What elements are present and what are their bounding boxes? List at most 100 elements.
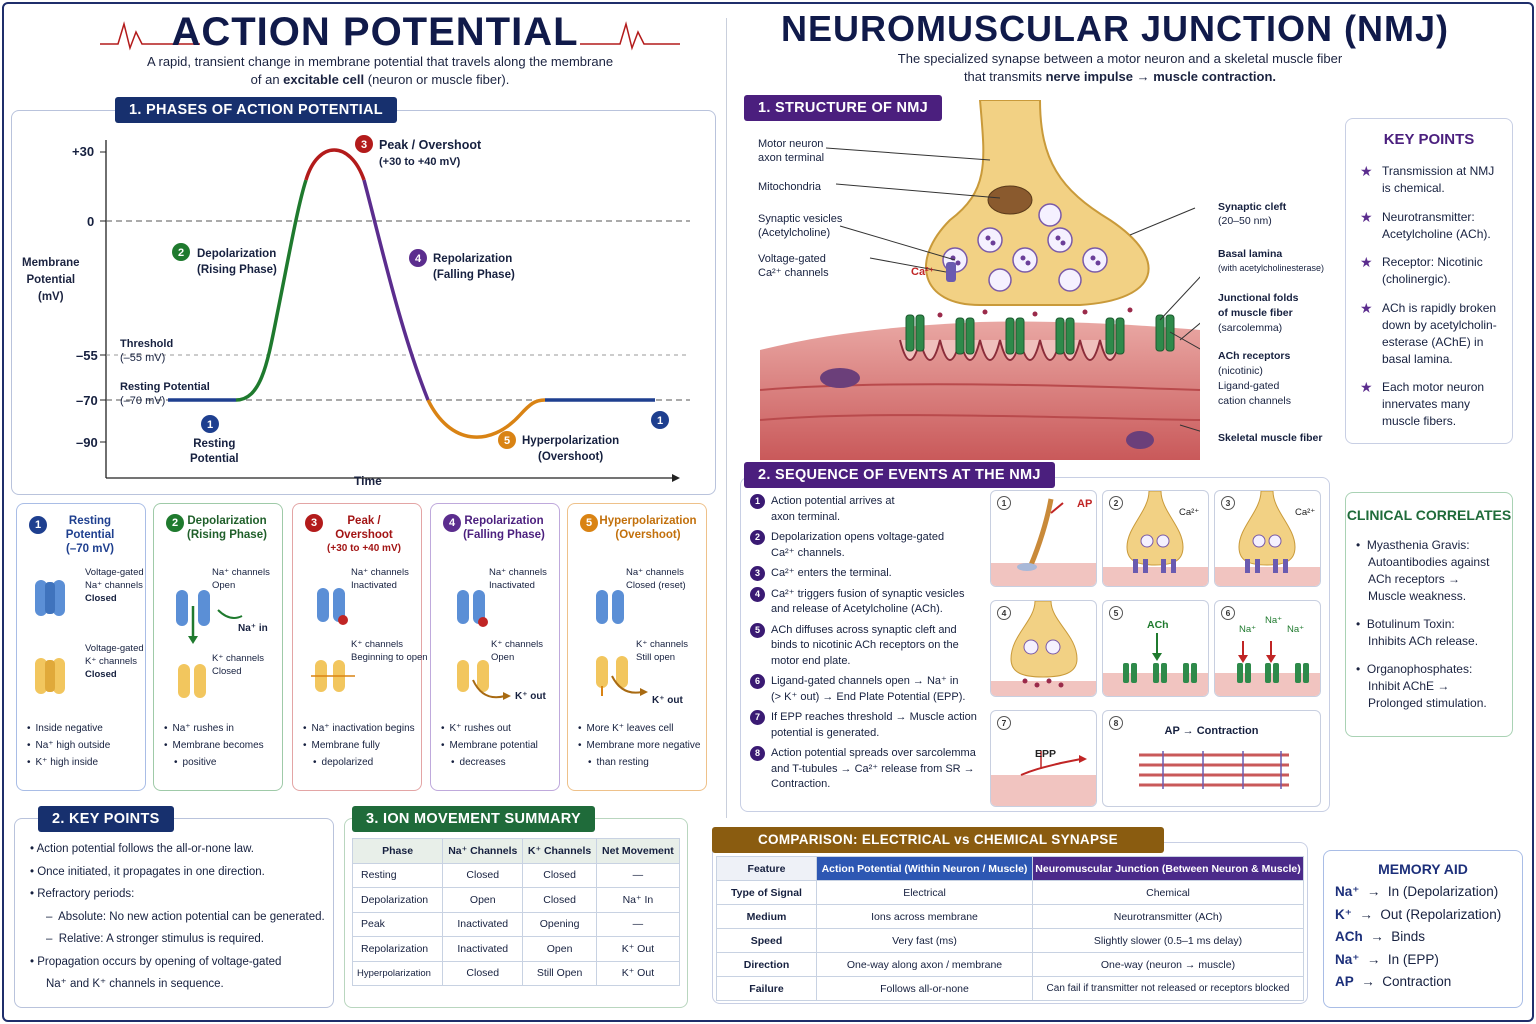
ecg-right-icon: [580, 21, 680, 51]
action-potential-graph: 1 1 2 3 4 5: [100, 135, 690, 482]
star-icon: ★: [1360, 379, 1373, 395]
svg-text:5: 5: [504, 435, 510, 447]
memory-aid-title: MEMORY AID: [1378, 861, 1468, 877]
peak-segment: [304, 148, 366, 181]
comparison-table: Feature Action Potential (Within Neuron …: [716, 856, 1304, 1001]
clinical-list: • Myasthenia Gravis:Autoantibodies again…: [1356, 538, 1490, 710]
svg-text:1: 1: [657, 415, 663, 427]
tick-minus55: –55: [76, 348, 98, 363]
action-potential-title: ACTION POTENTIAL: [171, 10, 579, 54]
ecg-left-icon: [100, 21, 200, 51]
clinical-correlates-box: CLINICAL CORRELATES • Myasthenia Gravis:…: [1345, 492, 1513, 737]
star-icon: ★: [1360, 208, 1373, 225]
k-channel-closed-icon: [178, 664, 206, 698]
phase2-label: Depolarization(Rising Phase): [197, 248, 277, 276]
na-channel-reset-icon: [596, 590, 624, 624]
k-channel-closed-icon: [35, 658, 65, 694]
card-peak-title: Peak /Overshoot(+30 to +40 mV): [327, 515, 401, 554]
tick-minus90: –90: [76, 435, 98, 450]
left-key-points-panel: [14, 818, 334, 1008]
k-channel-open-icon: [457, 660, 511, 700]
tile-step-2: 2 Ca²⁺: [1102, 490, 1209, 587]
label-synaptic-cleft: Synaptic cleft(20–50 nm): [1218, 201, 1287, 227]
phase4-label: Repolarization(Falling Phase): [433, 253, 515, 281]
memory-aid-box: MEMORY AID: [1323, 850, 1523, 1008]
tile-step-5: 5 ACh: [1102, 600, 1209, 697]
hyperpolarization-segment: [426, 398, 546, 439]
star-icon: ★: [1360, 163, 1373, 179]
card-hyperpolarization: 5 Hyperpolarization(Overshoot) Na⁺ chann…: [567, 503, 707, 791]
structure-banner: 1. STRUCTURE OF NMJ: [744, 95, 943, 121]
x-axis-label: Time: [354, 474, 382, 488]
sequence-banner: 2. SEQUENCE OF EVENTS AT THE NMJ: [744, 462, 1055, 488]
memory-aid-list: Na⁺ → In (Depolarization) K⁺ → Out (Repo…: [1335, 884, 1502, 989]
resting-potential-label: Resting Potential(–70 mV): [120, 381, 210, 407]
na-channel-inactivated-icon: [457, 590, 488, 627]
tick-zero: 0: [87, 214, 95, 229]
depolarization-segment: [235, 179, 308, 402]
na-channel-inactivated-icon: [317, 588, 348, 625]
left-key-points-list: • Action potential follows the all-or-no…: [30, 843, 325, 990]
subtitle-line-2: of an excitable cell (neuron or muscle f…: [250, 72, 510, 87]
svg-text:2: 2: [178, 247, 184, 259]
ach-receptor-icons: [905, 314, 1175, 355]
tile-step-6: 6 Na⁺ Na⁺ Na⁺: [1214, 600, 1321, 697]
svg-text:1: 1: [207, 419, 213, 431]
clinical-title: CLINICAL CORRELATES: [1346, 507, 1512, 523]
tile-step-1: 1 AP: [990, 490, 1097, 587]
star-icon: ★: [1360, 299, 1373, 316]
tick-plus30: +30: [72, 144, 95, 159]
card-depolarization: 2 Depolarization(Rising Phase) Na⁺ chann…: [153, 503, 283, 791]
ion-summary-banner: 3. ION MOVEMENT SUMMARY: [352, 806, 596, 832]
comparison-banner: COMPARISON: ELECTRICAL vs CHEMICAL SYNAP…: [712, 827, 1164, 853]
na-channel-closed-icon: [35, 580, 65, 616]
phase5-label: Hyperpolarization(Overshoot): [522, 435, 620, 463]
tile-step-8: 8 AP → Contraction: [1102, 710, 1321, 807]
card-hyper-title: Hyperpolarization(Overshoot): [599, 515, 697, 541]
phase3-label: Peak / Overshoot(+30 to +40 mV): [379, 138, 482, 168]
tick-minus70: –70: [76, 393, 98, 408]
threshold-label: Threshold(–55 mV): [120, 338, 174, 364]
nmj-structure-illustration: [760, 100, 1200, 460]
ca-ion-label: Ca²⁺: [911, 266, 935, 278]
card-depol-title: Depolarization(Rising Phase): [187, 515, 267, 541]
card-repol-title: Repolarization(Falling Phase): [463, 515, 545, 541]
card-repolarization: 4 Repolarization(Falling Phase) Na⁺ chan…: [430, 503, 560, 791]
action-potential-subtitle: A rapid, transient change in membrane po…: [100, 53, 660, 89]
phases-banner: 1. PHASES OF ACTION POTENTIAL: [115, 97, 397, 123]
subtitle-line-1: A rapid, transient change in membrane po…: [146, 54, 614, 69]
nmj-subtitle: The specialized synapse between a motor …: [897, 51, 1343, 84]
label-mitochondria: Mitochondria: [758, 181, 821, 193]
k-channel-still-open-icon: [596, 656, 648, 696]
label-skeletal-muscle-fiber: Skeletal muscle fiber: [1218, 432, 1323, 444]
ca-channel-icon: [946, 262, 956, 282]
svg-text:3: 3: [361, 139, 367, 151]
nmj-key-points-title: KEY POINTS: [1383, 131, 1475, 148]
card-peak: 3 Peak /Overshoot(+30 to +40 mV) Na⁺ cha…: [292, 503, 428, 791]
na-channel-open-icon: [176, 590, 243, 644]
muscle-nucleus: [820, 368, 860, 388]
label-basal-lamina: Basal lamina(with acetylcholinesterase): [1218, 248, 1325, 273]
